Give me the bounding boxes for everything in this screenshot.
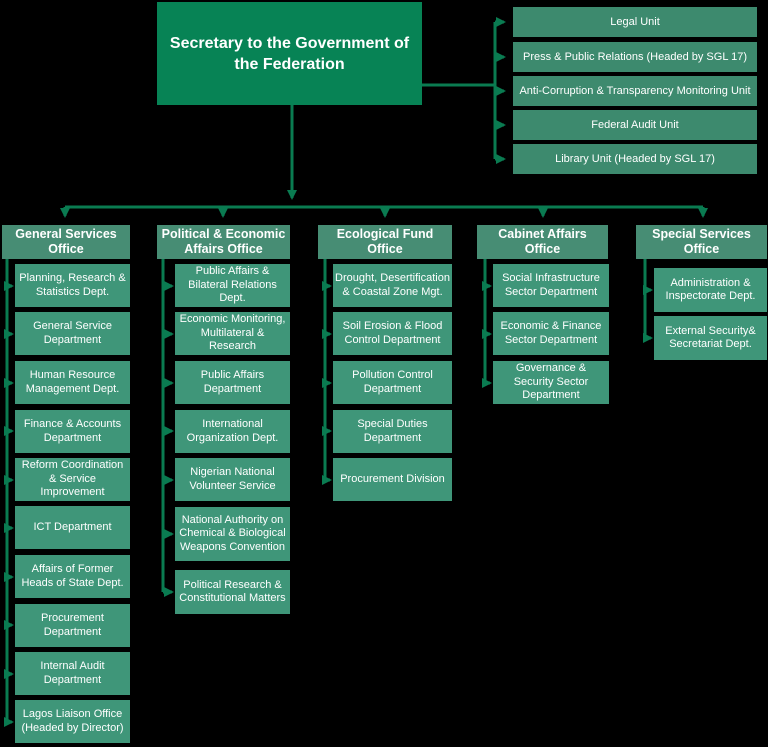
dept-box: Administration & Inspectorate Dept.: [654, 268, 767, 312]
dept-box: Pollution Control Department: [333, 361, 452, 404]
unit-box-legal: Legal Unit: [513, 7, 757, 37]
dept-box: Political Research & Constitutional Matt…: [175, 570, 290, 614]
dept-box: Special Duties Department: [333, 410, 452, 453]
dept-box: Public Affairs Department: [175, 361, 290, 404]
dept-box: Social Infrastructure Sector Department: [493, 264, 609, 307]
dept-box: Governance & Security Sector Department: [493, 361, 609, 404]
dept-box: National Authority on Chemical & Biologi…: [175, 507, 290, 561]
dept-box: Finance & Accounts Department: [15, 410, 130, 453]
dept-box: Reform Coordination & Service Improvemen…: [15, 458, 130, 501]
dept-box: Internal Audit Department: [15, 652, 130, 695]
dept-box: Drought, Desertification & Coastal Zone …: [333, 264, 452, 307]
dept-box: Economic Monitoring, Multilateral & Rese…: [175, 312, 290, 355]
dept-box: Affairs of Former Heads of State Dept.: [15, 555, 130, 598]
unit-box-anti-corruption: Anti-Corruption & Transparency Monitorin…: [513, 76, 757, 106]
unit-box-library: Library Unit (Headed by SGL 17): [513, 144, 757, 174]
dept-box: Economic & Finance Sector Department: [493, 312, 609, 355]
dept-box: Planning, Research & Statistics Dept.: [15, 264, 130, 307]
dept-box: Procurement Department: [15, 604, 130, 647]
office-header-ecological-fund: Ecological Fund Office: [318, 225, 452, 259]
dept-box: Public Affairs & Bilateral Relations Dep…: [175, 264, 290, 307]
dept-box: General Service Department: [15, 312, 130, 355]
office-header-cabinet-affairs: Cabinet Affairs Office: [477, 225, 608, 259]
root-box-secretary: Secretary to the Government of the Feder…: [157, 2, 422, 105]
dept-box: Human Resource Management Dept.: [15, 361, 130, 404]
dept-box: International Organization Dept.: [175, 410, 290, 453]
dept-box: ICT Department: [15, 506, 130, 549]
office-header-special-services: Special Services Office: [636, 225, 767, 259]
office-header-political-economic: Political & Economic Affairs Office: [157, 225, 290, 259]
unit-box-federal-audit: Federal Audit Unit: [513, 110, 757, 140]
dept-box: External Security& Secretariat Dept.: [654, 316, 767, 360]
dept-box: Nigerian National Volunteer Service: [175, 458, 290, 501]
dept-box: Soil Erosion & Flood Control Department: [333, 312, 452, 355]
dept-box: Procurement Division: [333, 458, 452, 501]
office-header-general-services: General Services Office: [2, 225, 130, 259]
unit-box-press-public-relations: Press & Public Relations (Headed by SGL …: [513, 42, 757, 72]
dept-box: Lagos Liaison Office (Headed by Director…: [15, 700, 130, 743]
